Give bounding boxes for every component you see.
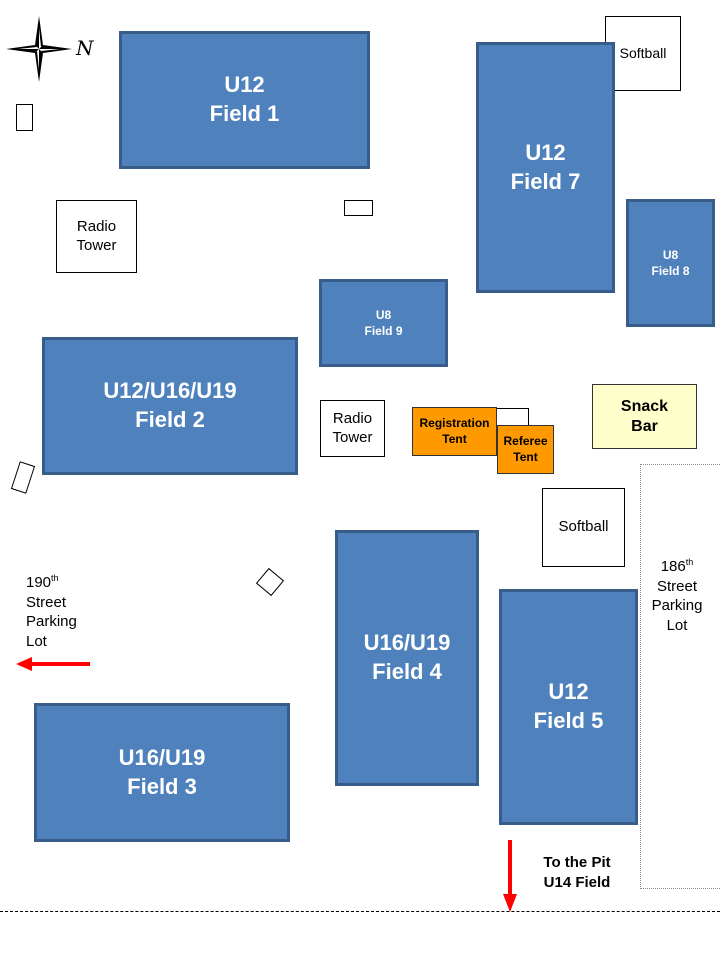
softball-mid[interactable]: Softball xyxy=(542,488,625,567)
field-3-name: Field 3 xyxy=(127,773,197,799)
field-5[interactable]: U12 Field 5 xyxy=(499,589,638,825)
parking-lot-186th-label: 186th Street Parking Lot xyxy=(640,557,714,635)
referee-tent-line2: Tent xyxy=(513,449,538,464)
lot-190-line2: Street xyxy=(26,593,67,611)
field-1[interactable]: U12 Field 1 xyxy=(119,31,370,169)
lot-186-suffix: th xyxy=(685,557,694,567)
structure-diamond xyxy=(255,567,285,597)
compass-north-label: N xyxy=(76,36,94,60)
radio-tower-1[interactable]: Radio Tower xyxy=(56,200,137,273)
field-1-age: U12 xyxy=(224,72,265,98)
lot-186-line3: Parking xyxy=(651,597,703,614)
registration-tent-line1: Registration xyxy=(419,415,490,430)
lot-190-suffix: th xyxy=(51,573,59,583)
radio-tower-2-line2: Tower xyxy=(332,428,373,446)
field-5-age: U12 xyxy=(548,679,589,705)
field-8[interactable]: U8 Field 8 xyxy=(626,199,715,327)
field-2[interactable]: U12/U16/U19 Field 2 xyxy=(42,337,298,475)
structure-small-center xyxy=(344,200,373,216)
referee-tent[interactable]: Referee Tent xyxy=(497,425,554,474)
field-7-name: Field 7 xyxy=(510,168,581,194)
softball-top[interactable]: Softball xyxy=(605,16,681,91)
radio-tower-1-line1: Radio xyxy=(76,217,117,235)
field-7-age: U12 xyxy=(525,139,566,165)
lot-186-number: 186 xyxy=(660,558,686,575)
parking-lot-186th[interactable] xyxy=(640,464,720,889)
field-4-age: U16/U19 xyxy=(363,630,451,656)
radio-tower-2-line1: Radio xyxy=(332,409,373,427)
compass-rose-icon xyxy=(4,14,74,84)
structure-small-left xyxy=(16,104,33,131)
lot-186-line2: Street xyxy=(656,577,698,595)
radio-tower-1-line2: Tower xyxy=(76,236,117,254)
field-4[interactable]: U16/U19 Field 4 xyxy=(335,530,479,786)
arrow-left-icon xyxy=(16,656,90,672)
field-2-age: U12/U16/U19 xyxy=(103,378,237,404)
parking-lot-190th-label: 190th Street Parking Lot xyxy=(26,573,77,651)
softball-mid-label: Softball xyxy=(558,518,609,536)
lot-190-line4: Lot xyxy=(26,632,47,650)
field-8-age: U8 xyxy=(662,247,679,262)
field-9[interactable]: U8 Field 9 xyxy=(319,279,448,367)
to-pit-line1: To the Pit xyxy=(543,854,611,871)
boundary-line xyxy=(0,911,720,912)
to-pit-line2: U14 Field xyxy=(543,873,611,891)
softball-top-label: Softball xyxy=(619,44,667,61)
lot-186-line4: Lot xyxy=(666,616,688,634)
to-the-pit-label: To the Pit U14 Field xyxy=(530,853,624,892)
arrow-down-icon xyxy=(502,840,518,912)
field-5-name: Field 5 xyxy=(533,708,604,733)
field-7[interactable]: U12 Field 7 xyxy=(476,42,615,293)
registration-tent-line2: Tent xyxy=(442,431,467,446)
field-8-name: Field 8 xyxy=(651,264,690,278)
snack-bar[interactable]: Snack Bar xyxy=(592,384,697,449)
referee-tent-line1: Referee xyxy=(503,433,548,448)
field-2-name: Field 2 xyxy=(135,407,205,432)
field-3-age: U16/U19 xyxy=(118,744,206,770)
field-4-name: Field 4 xyxy=(372,659,442,684)
lot-190-line3: Parking xyxy=(26,613,77,630)
radio-tower-2[interactable]: Radio Tower xyxy=(320,400,385,457)
field-9-name: Field 9 xyxy=(364,324,403,338)
snack-bar-line2: Bar xyxy=(631,417,658,435)
structure-near-referee xyxy=(496,408,529,426)
field-9-age: U8 xyxy=(375,307,392,322)
field-1-name: Field 1 xyxy=(209,101,280,126)
field-3[interactable]: U16/U19 Field 3 xyxy=(34,703,290,842)
lot-190-number: 190 xyxy=(26,574,52,591)
registration-tent[interactable]: Registration Tent xyxy=(412,407,497,456)
structure-tilted-left xyxy=(10,461,36,494)
snack-bar-line1: Snack xyxy=(620,397,669,415)
